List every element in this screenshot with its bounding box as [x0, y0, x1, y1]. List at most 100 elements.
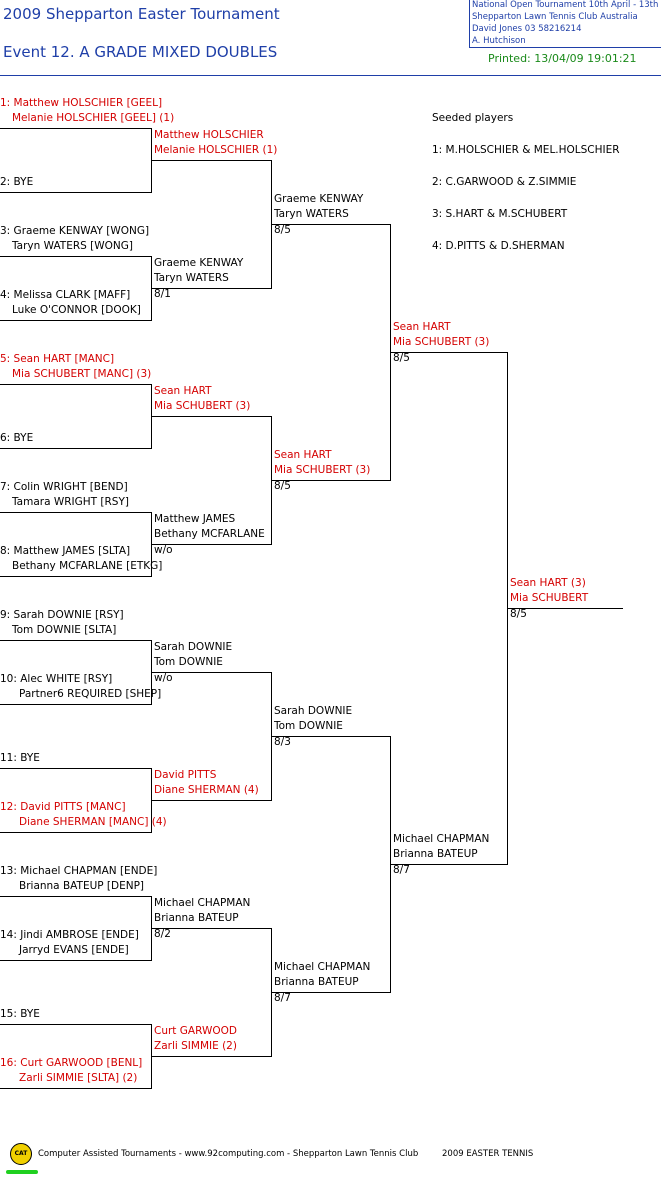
draw-entry-line2: Tom DOWNIE	[274, 720, 343, 732]
draw-entry-line1: 10: Alec WHITE [RSY]	[0, 673, 113, 685]
draw-entry-line2: Bethany MCFARLANE [ETKG]	[12, 560, 163, 572]
draw-line	[151, 288, 272, 289]
draw-entry-line2: Mia SCHUBERT (3)	[274, 464, 371, 476]
draw-line	[390, 352, 508, 353]
draw-line	[0, 384, 152, 385]
draw-line	[0, 128, 152, 129]
seeded-player: 4: D.PITTS & D.SHERMAN	[432, 240, 565, 252]
draw-line	[507, 608, 623, 609]
draw-entry-line1: 8: Matthew JAMES [SLTA]	[0, 545, 131, 557]
draw-entry-line1: 4: Melissa CLARK [MAFF]	[0, 289, 131, 301]
draw-line	[0, 768, 152, 769]
draw-entry-line2: Bethany MCFARLANE	[154, 528, 265, 540]
draw-entry-line1: Matthew JAMES	[154, 513, 236, 525]
draw-line	[0, 1088, 152, 1089]
draw-entry-line2: 11: BYE	[0, 752, 40, 764]
draw-entry-line1: 16: Curt GARWOOD [BENL]	[0, 1057, 143, 1069]
draw-entry-line1: Matthew HOLSCHIER	[154, 129, 264, 141]
draw-line	[271, 992, 391, 993]
draw-entry-line1: Graeme KENWAY	[154, 257, 244, 269]
draw-entry-line1: 13: Michael CHAPMAN [ENDE]	[0, 865, 158, 877]
match-score: 8/5	[274, 480, 291, 492]
header-divider	[0, 75, 661, 76]
tournament-info-box: National Open Tournament 10th April - 13…	[469, 0, 661, 48]
match-score: 8/3	[274, 736, 291, 748]
draw-line	[271, 224, 391, 225]
draw-line	[0, 448, 152, 449]
draw-line	[0, 256, 152, 257]
draw-entry-line1: Sarah DOWNIE	[274, 705, 353, 717]
match-score: 8/7	[393, 864, 410, 876]
draw-entry-line2: Taryn WATERS	[274, 208, 349, 220]
draw-entry-line2: Zarli SIMMIE (2)	[154, 1040, 237, 1052]
draw-line	[151, 544, 272, 545]
draw-entry-line2: Brianna BATEUP	[274, 976, 359, 988]
match-score: 8/7	[274, 992, 291, 1004]
draw-line	[0, 704, 152, 705]
draw-entry-line2: Melanie HOLSCHIER (1)	[154, 144, 278, 156]
info-line: National Open Tournament 10th April - 13…	[472, 0, 659, 10]
footer-credit: Computer Assisted Tournaments - www.92co…	[38, 1149, 419, 1159]
draw-line	[0, 896, 152, 897]
draw-line	[0, 960, 152, 961]
draw-entry-line1: 9: Sarah DOWNIE [RSY]	[0, 609, 124, 621]
draw-entry-line1: 14: Jindi AMBROSE [ENDE]	[0, 929, 139, 941]
winner-line1: Sean HART (3)	[510, 577, 586, 589]
draw-line	[151, 1056, 272, 1057]
tournament-title: 2009 Shepparton Easter Tournament	[3, 5, 280, 23]
draw-line	[0, 640, 152, 641]
match-score: w/o	[154, 544, 173, 556]
draw-line	[151, 160, 272, 161]
match-score: 8/1	[154, 288, 171, 300]
draw-entry-line1: Sarah DOWNIE	[154, 641, 233, 653]
draw-entry-line2: Mia SCHUBERT (3)	[393, 336, 490, 348]
winner-score: 8/5	[510, 608, 527, 620]
draw-entry-line2: 2: BYE	[0, 176, 34, 188]
draw-line	[390, 864, 508, 865]
draw-line	[0, 512, 152, 513]
draw-entry-line2: Tamara WRIGHT [RSY]	[12, 496, 129, 508]
draw-entry-line1: Michael CHAPMAN	[274, 961, 371, 973]
draw-entry-line2: Brianna BATEUP	[393, 848, 478, 860]
draw-entry-line2: 15: BYE	[0, 1008, 40, 1020]
draw-line	[271, 480, 391, 481]
seeded-title: Seeded players	[432, 112, 514, 124]
draw-entry-line1: Curt GARWOOD	[154, 1025, 237, 1037]
event-title: Event 12. A GRADE MIXED DOUBLES	[3, 43, 278, 61]
winner-line2: Mia SCHUBERT	[510, 592, 589, 604]
match-score: 8/2	[154, 928, 171, 940]
printed-timestamp: Printed: 13/04/09 19:01:21	[488, 52, 637, 65]
info-line: A. Hutchison	[472, 36, 526, 46]
match-score: w/o	[154, 672, 173, 684]
draw-entry-line2: Brianna BATEUP [DENP]	[19, 880, 145, 892]
draw-line	[271, 736, 391, 737]
draw-entry-line1: Sean HART	[154, 385, 212, 397]
draw-entry-line1: 12: David PITTS [MANC]	[0, 801, 126, 813]
draw-line	[151, 800, 272, 801]
info-line: David Jones 03 58216214	[472, 24, 582, 34]
draw-entry-line2: Tom DOWNIE	[154, 656, 223, 668]
seeded-player: 1: M.HOLSCHIER & MEL.HOLSCHIER	[432, 144, 620, 156]
draw-line	[151, 672, 272, 673]
draw-entry-line2: Diane SHERMAN (4)	[154, 784, 259, 796]
draw-entry-line2: Partner6 REQUIRED [SHEP]	[19, 688, 162, 700]
draw-entry-line1: David PITTS	[154, 769, 217, 781]
match-score: 8/5	[393, 352, 410, 364]
draw-entry-line1: Sean HART	[274, 449, 332, 461]
draw-entry-line2: 6: BYE	[0, 432, 34, 444]
logo-underline	[6, 1170, 38, 1174]
seeded-player: 3: S.HART & M.SCHUBERT	[432, 208, 568, 220]
draw-entry-line1: Graeme KENWAY	[274, 193, 364, 205]
draw-line	[0, 576, 152, 577]
draw-entry-line1: 7: Colin WRIGHT [BEND]	[0, 481, 128, 493]
draw-entry-line2: Taryn WATERS [WONG]	[12, 240, 133, 252]
draw-entry-line2: Mia SCHUBERT [MANC] (3)	[12, 368, 152, 380]
draw-entry-line2: Zarli SIMMIE [SLTA] (2)	[19, 1072, 138, 1084]
draw-entry-line1: Michael CHAPMAN	[393, 833, 490, 845]
draw-entry-line2: Luke O'CONNOR [DOOK]	[12, 304, 141, 316]
draw-entry-line2: Mia SCHUBERT (3)	[154, 400, 251, 412]
draw-line	[0, 832, 152, 833]
draw-entry-line2: Melanie HOLSCHIER [GEEL] (1)	[12, 112, 175, 124]
info-line: Shepparton Lawn Tennis Club Australia	[472, 12, 638, 22]
draw-entry-line2: Taryn WATERS	[154, 272, 229, 284]
